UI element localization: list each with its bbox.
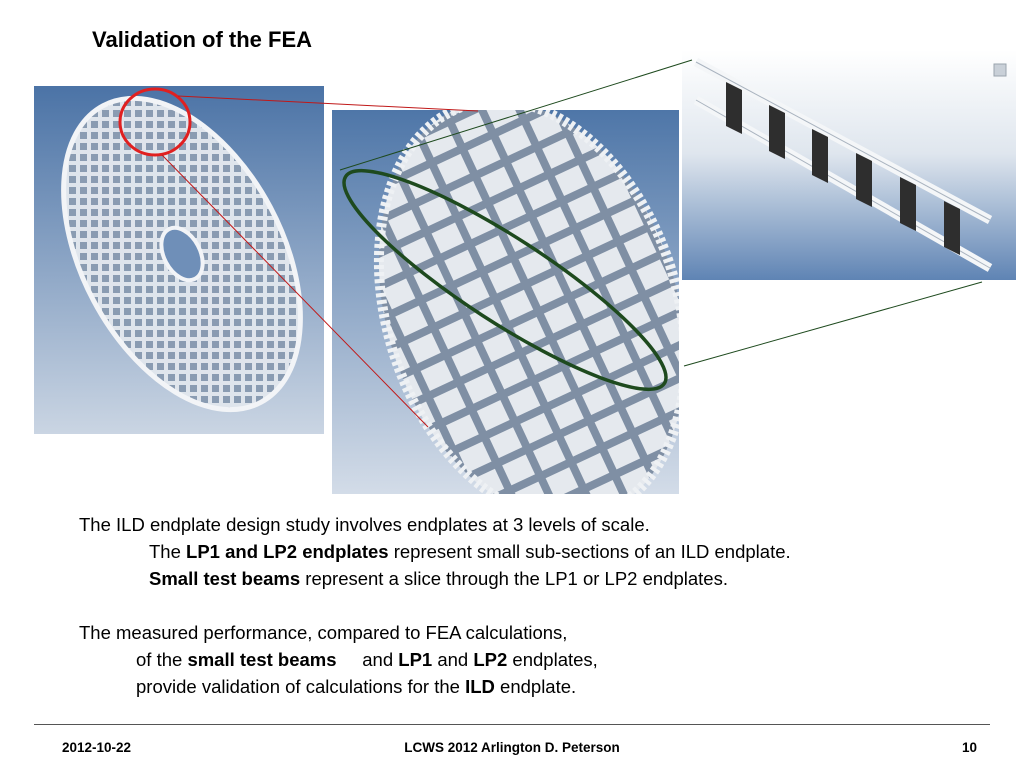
page-number: 10 [961, 740, 977, 755]
slide-title: Validation of the FEA [92, 27, 313, 52]
text-run: of the [136, 649, 188, 670]
text-run: represent a slice through the LP1 or LP2… [300, 568, 728, 589]
ild-endplate-image [34, 86, 324, 434]
body-line: The ILD endplate design study involves e… [79, 514, 650, 535]
text-run: provide validation of calculations for t… [136, 676, 466, 697]
footer-date: 2012-10-22 [62, 740, 132, 755]
emphasis-lp1: LP1 [398, 649, 433, 670]
body-line: provide validation of calculations for t… [79, 673, 999, 700]
test-beam-image [682, 50, 1016, 280]
lp-endplate-image [332, 110, 679, 494]
slide-body: The ILD endplate design study involves e… [79, 511, 999, 700]
footer-divider [34, 724, 990, 725]
body-line: of the small test beams and LP1 and LP2 … [79, 646, 999, 673]
text-run: endplates, [507, 649, 598, 670]
emphasis-lp-endplates: LP1 and LP2 endplates [186, 541, 389, 562]
emphasis-lp2: LP2 [473, 649, 508, 670]
text-run: and [336, 649, 399, 670]
emphasis-small-test-beams: small test beams [187, 649, 337, 670]
text-run: The [149, 541, 187, 562]
body-line: Small test beams represent a slice throu… [79, 565, 999, 592]
emphasis-ild: ILD [465, 676, 495, 697]
text-run: endplate. [494, 676, 577, 697]
body-line: The measured performance, compared to FE… [79, 622, 568, 643]
green-connector-bottom [683, 281, 983, 367]
body-line: The LP1 and LP2 endplates represent smal… [79, 538, 999, 565]
text-run: and [432, 649, 474, 670]
footer-presenter: LCWS 2012 Arlington D. Peterson [404, 740, 620, 755]
emphasis-small-test-beams: Small test beams [149, 568, 301, 589]
paragraph-gap [79, 592, 999, 619]
text-run: represent small sub-sections of an ILD e… [388, 541, 791, 562]
